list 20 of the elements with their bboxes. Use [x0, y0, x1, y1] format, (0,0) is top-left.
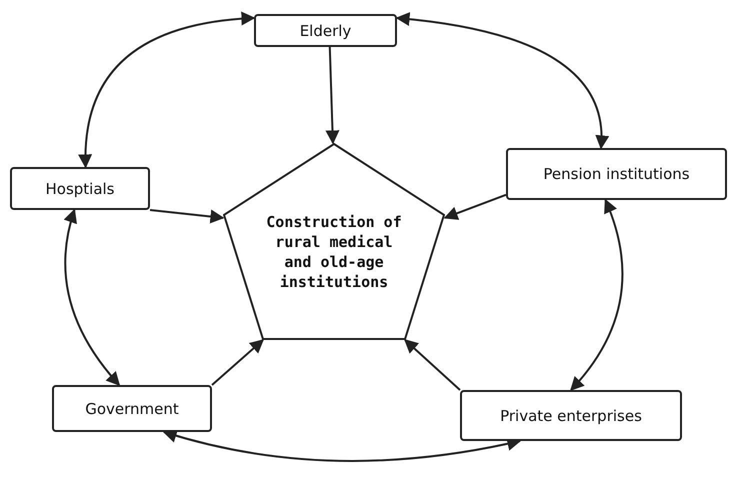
arrow: [404, 339, 461, 391]
arrow: [211, 339, 264, 386]
node-label: Government: [85, 400, 179, 418]
node-label: Hosptials: [45, 180, 115, 198]
process-box: [254, 14, 397, 47]
arrow: [570, 198, 624, 392]
arrow: [325, 46, 340, 144]
process-box: [506, 148, 727, 200]
node-label: Construction of rural medical and old-age institutions: [265, 212, 403, 292]
process-box: [52, 385, 212, 432]
node-label: Pension institutions: [543, 165, 690, 183]
node-label: Private enterprises: [500, 406, 642, 424]
arrow: [396, 12, 608, 150]
arrow: [150, 209, 224, 224]
process-box: [10, 167, 150, 210]
arrow: [78, 12, 256, 168]
node-label: Elderly: [300, 22, 352, 40]
process-box: [460, 390, 682, 441]
arrow: [64, 208, 120, 386]
arrow: [444, 194, 506, 220]
